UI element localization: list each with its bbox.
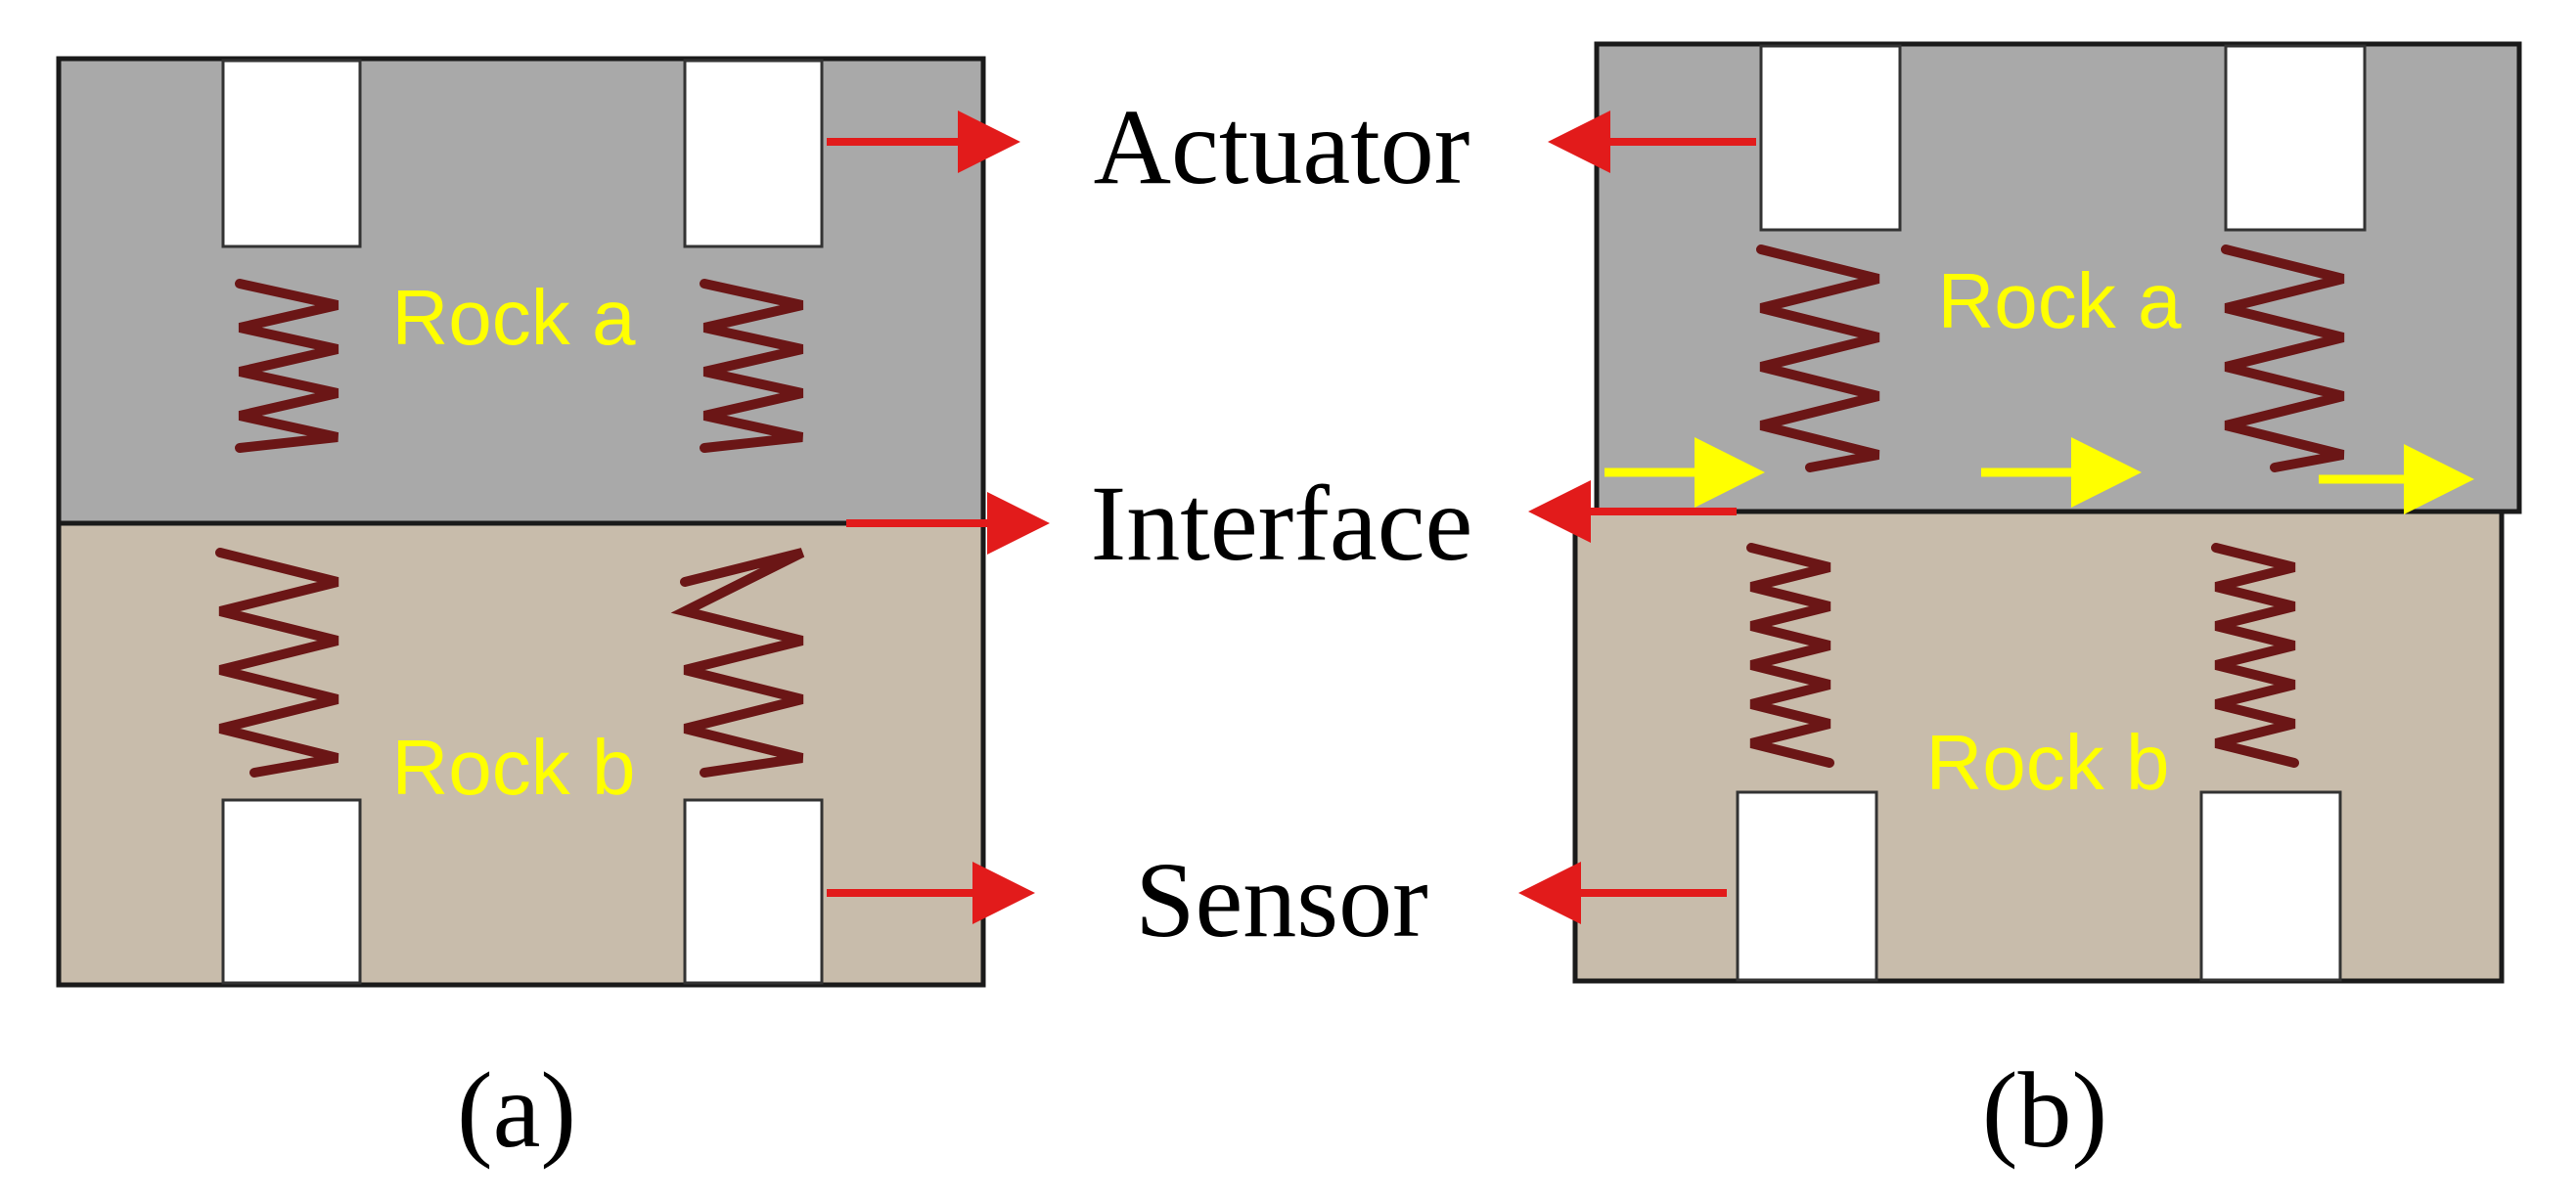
rock-b-block [1572, 509, 2505, 984]
sensor-transducer [221, 798, 362, 985]
panel-a-rock-bottom-label: Rock b [391, 724, 636, 811]
actuator-transducer [221, 59, 362, 248]
actuator-label: Actuator [1093, 87, 1470, 206]
wave-spring [700, 279, 804, 453]
panel-b-caption: (b) [1981, 1050, 2108, 1170]
actuator-transducer [1759, 44, 1902, 232]
sensor-transducer [1736, 790, 1878, 982]
wave-spring [235, 279, 339, 453]
panel-a [56, 56, 986, 988]
pointer-arrows [827, 111, 1756, 924]
sensor-label: Sensor [1135, 840, 1428, 959]
panel-a-caption: (a) [456, 1050, 577, 1170]
rock-a-block [59, 59, 983, 523]
wave-spring [2211, 543, 2299, 768]
panel-b [1572, 41, 2522, 984]
sensor-transducer [2199, 790, 2342, 982]
wave-spring [215, 548, 339, 778]
panel-a-rock-top-label: Rock a [391, 274, 636, 361]
wave-spring [670, 548, 805, 778]
actuator-transducer [2224, 44, 2367, 232]
panel-b-rock-top-label: Rock a [1937, 257, 2182, 344]
interface-label: Interface [1090, 464, 1473, 583]
panel-b-rock-bottom-label: Rock b [1925, 719, 2170, 806]
sensor-transducer [683, 798, 824, 985]
wave-spring [1746, 543, 1834, 768]
wave-spring [2221, 245, 2345, 472]
wave-spring [1756, 245, 1880, 472]
actuator-transducer [683, 59, 824, 248]
rock-b-block [59, 523, 983, 985]
